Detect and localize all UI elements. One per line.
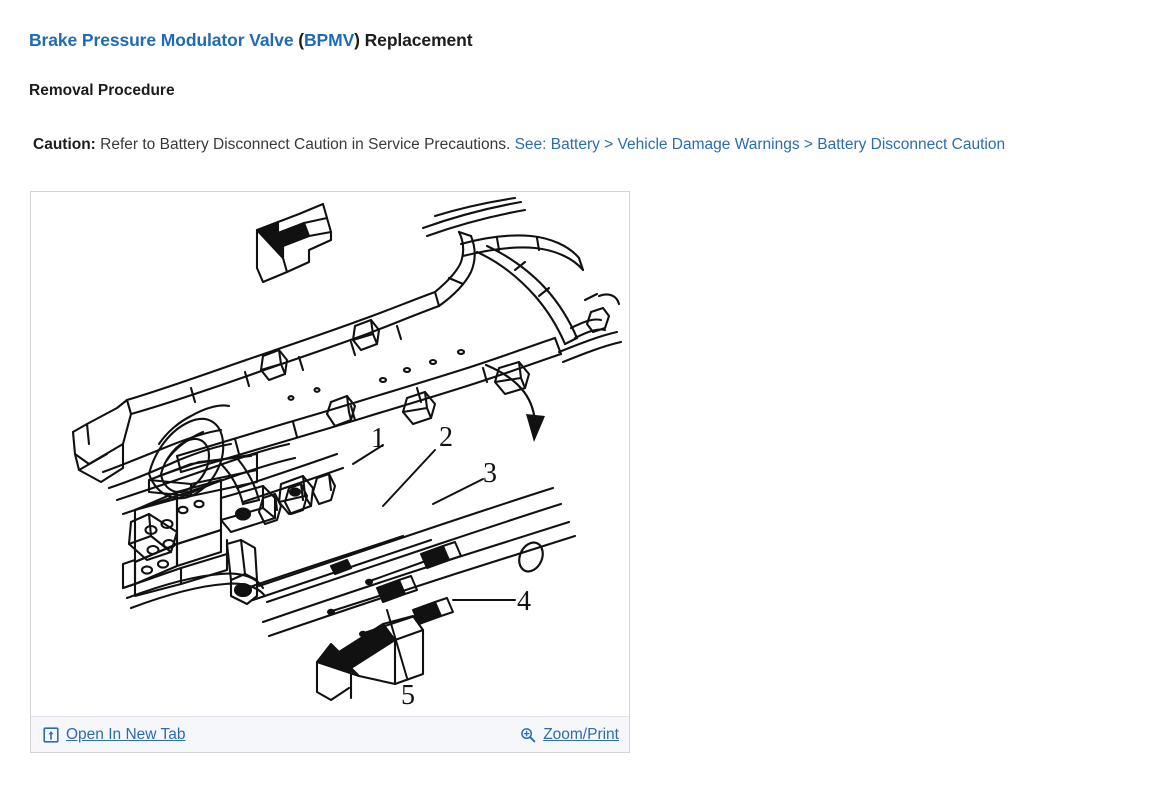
callout-arrow-bottom-outline: [315, 614, 425, 702]
callout-number-2: 2: [439, 422, 453, 453]
magnifier-plus-icon: [520, 727, 536, 743]
flow-arrow-head: [526, 414, 545, 442]
open-in-new-tab-label: Open In New Tab: [66, 725, 186, 743]
callout-number-5: 5: [401, 680, 415, 711]
page-title-part-1: Brake Pressure Modulator Valve: [29, 29, 299, 50]
open-in-new-tab-button[interactable]: Open In New Tab: [43, 726, 185, 744]
figure-toolbar: Open In New Tab Zoom/Print: [31, 716, 629, 752]
caution-body-text: Refer to Battery Disconnect Caution in S…: [95, 135, 515, 153]
callout-number-1: 1: [371, 423, 385, 454]
mounting-bolts: [327, 541, 544, 638]
zoom-print-button[interactable]: Zoom/Print: [520, 726, 619, 744]
callout-arrow-bottom: [317, 624, 395, 676]
callout-numbers: 1 2 3 4 5: [371, 422, 531, 711]
callout-number-3: 3: [483, 458, 497, 489]
flow-arrow-curve: [484, 363, 537, 424]
technical-illustration: 1 2 3 4 5: [31, 192, 629, 716]
callout-arrow-top-outline: [255, 202, 333, 284]
zoom-print-label: Zoom/Print: [543, 725, 619, 743]
section-heading-removal-procedure: Removal Procedure: [29, 81, 175, 99]
callout-number-4: 4: [517, 586, 531, 617]
callout-leader-lines: [352, 444, 516, 679]
page-title-part-2: (: [298, 29, 304, 50]
page-title-part-4: ) Replacement: [354, 29, 473, 50]
see-reference-link[interactable]: See: Battery > Vehicle Damage Warnings >…: [514, 135, 1006, 153]
figure-card: 1 2 3 4 5 Open In New Tab: [30, 191, 630, 753]
open-in-new-tab-icon: [43, 726, 59, 743]
page-title: Brake Pressure Modulator Valve (BPMV) Re…: [29, 29, 473, 51]
figure-image[interactable]: 1 2 3 4 5: [31, 192, 629, 716]
bpmv-detail-assembly: [121, 452, 577, 638]
caution-note: Caution: Refer to Battery Disconnect Cau…: [33, 135, 1005, 155]
page-title-part-3: BPMV: [303, 29, 355, 50]
caution-label: Caution:: [33, 135, 96, 153]
callout-arrow-top: [257, 222, 309, 258]
